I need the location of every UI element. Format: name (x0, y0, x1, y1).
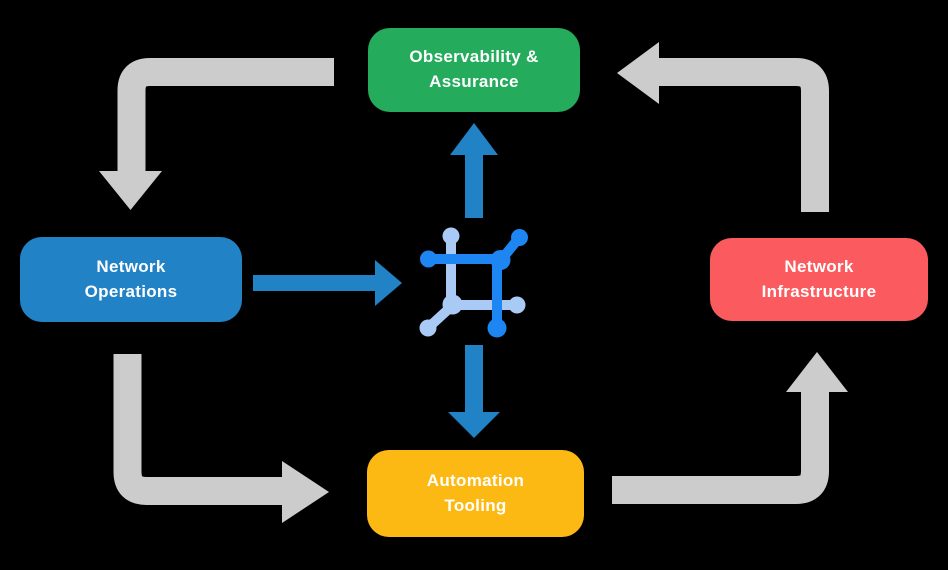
node-label-line: Assurance (429, 72, 519, 91)
arrow-operations-to-center (253, 260, 402, 306)
arrow-center-to-tooling (448, 345, 500, 438)
node-label-line: Automation (426, 470, 525, 490)
arrow-infrastructure-to-observability (617, 42, 829, 212)
node-automation-tooling: Automation Tooling (367, 450, 584, 537)
arrow-shaft (113, 354, 282, 505)
arrow-head-right (282, 461, 329, 523)
network-icon-dark-nodes (420, 229, 528, 338)
arrow-head-up (786, 352, 848, 392)
arrow-center-to-observability (450, 123, 498, 218)
node-network-operations: Network Operations (20, 237, 242, 322)
arrow-operations-to-tooling (113, 354, 329, 523)
arrow-head-left (617, 42, 659, 104)
node-label-line: Infrastructure (761, 281, 877, 301)
arrow-shaft (612, 392, 829, 504)
node-label-line: Tooling (444, 495, 507, 515)
arrow-tooling-to-infrastructure (612, 352, 848, 504)
node-label-line: Operations (84, 281, 178, 301)
node-network-infrastructure: Network Infrastructure (710, 238, 928, 321)
node-label-line: Observability & (409, 47, 539, 67)
arrow-observability-to-operations (99, 58, 334, 210)
network-topology-icon (419, 227, 528, 338)
node-observability-assurance: Observability & Assurance (368, 28, 580, 112)
arrow-head-down (99, 171, 162, 210)
node-label-line: Network (784, 256, 854, 276)
arrow-shaft (117, 58, 334, 174)
node-label-line: Network (96, 256, 166, 276)
arrow-shaft (659, 58, 829, 212)
network-icon-light-nodes (419, 227, 526, 337)
